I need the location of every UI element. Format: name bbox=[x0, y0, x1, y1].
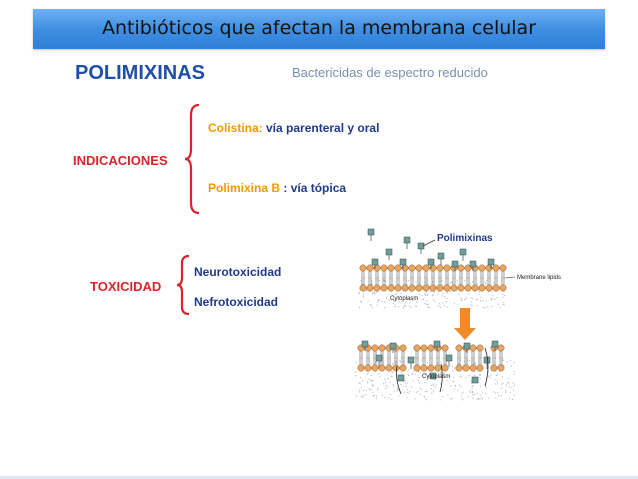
toxicidad-nefro: Nefrotoxicidad bbox=[194, 295, 279, 309]
polymyxin-molecules-bottom bbox=[361, 340, 499, 384]
label-indicaciones: INDICACIONES bbox=[73, 153, 168, 168]
membrane-callout-line bbox=[504, 276, 516, 279]
indicacion-polimixina-b: Polimixina B : vía tópica bbox=[208, 181, 346, 195]
process-arrow bbox=[454, 308, 476, 340]
label-cytoplasm-top: Cytoplasm bbox=[390, 296, 418, 302]
polimixina-b-detail: : vía tópica bbox=[280, 181, 347, 195]
colistina-name: Colistina: bbox=[208, 121, 263, 135]
toxicidad-neuro: Neurotoxicidad bbox=[194, 265, 282, 279]
membrane-diagram: Polimixinas Membrane lipids Cytoplasm Cy… bbox=[355, 228, 561, 401]
brace-indicaciones bbox=[184, 103, 200, 215]
heading-polimixinas: POLIMIXINAS bbox=[75, 62, 206, 84]
brace-toxicidad bbox=[176, 254, 190, 316]
polymyxin-molecules-top bbox=[367, 228, 495, 271]
membrane-top bbox=[359, 264, 507, 292]
subheading-espectro: Bactericidas de espectro reducido bbox=[292, 65, 488, 80]
callout-polimixinas: Polimixinas bbox=[437, 233, 493, 244]
title-banner: Antibióticos que afectan la membrana cel… bbox=[33, 9, 605, 49]
polimixina-b-name: Polimixina B bbox=[208, 181, 281, 195]
callout-line bbox=[422, 239, 436, 247]
label-toxicidad: TOXICIDAD bbox=[90, 279, 162, 294]
label-cytoplasm-bottom: Cytoplasm bbox=[422, 374, 450, 380]
disruption-arrows bbox=[396, 347, 489, 395]
slide-title: Antibióticos que afectan la membrana cel… bbox=[101, 17, 537, 39]
slide-footer-line bbox=[0, 476, 638, 479]
label-membrane-lipids: Membrane lipids bbox=[517, 275, 561, 281]
colistina-detail: vía parenteral y oral bbox=[262, 121, 380, 135]
indicacion-colistina: Colistina: vía parenteral y oral bbox=[208, 121, 379, 135]
